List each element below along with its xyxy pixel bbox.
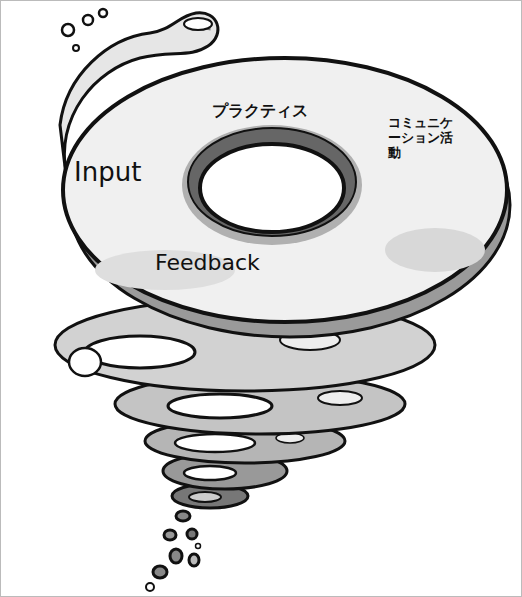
ring-outline (60, 50, 510, 330)
ring-label: プラクティス (212, 102, 308, 120)
ring-label: コミュニケーション活動 (388, 116, 454, 161)
ring-label: Input (74, 158, 141, 188)
ring-label: Feedback (155, 250, 260, 275)
ring-shape: プラクティスコミュニケーション活動 InputFeedback (60, 50, 510, 330)
